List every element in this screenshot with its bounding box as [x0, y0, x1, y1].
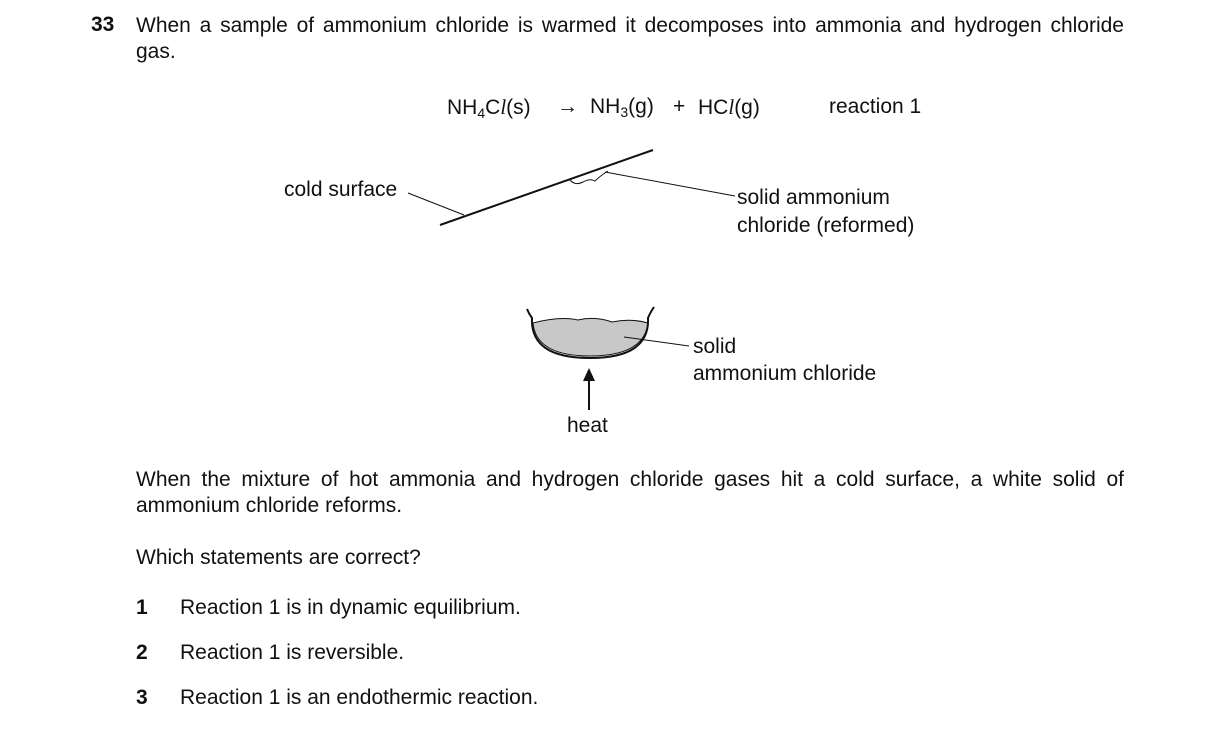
solid-label-line1: solid: [693, 335, 737, 358]
product2-formula: HC: [698, 96, 729, 119]
solid-label-line2: ammonium chloride: [693, 362, 877, 385]
product2-l: l: [728, 95, 735, 119]
solid-leader: [623, 336, 690, 347]
solid-in-basin: [533, 318, 648, 356]
statement-1-text: Reaction 1 is in dynamic equilibrium.: [180, 596, 521, 619]
statement-1-number: 1: [136, 596, 148, 619]
cold-surface-label: cold surface: [284, 178, 398, 201]
statement-2-number: 2: [136, 641, 148, 664]
equation-product-1: NH3(g): [590, 95, 654, 120]
product1-subscript: 3: [620, 104, 629, 120]
product1-formula: NH: [590, 95, 621, 118]
equation-reactant: NH4Cl(s): [447, 95, 531, 121]
cold-surface-leader: [407, 192, 465, 216]
reformed-label-line2: chloride (reformed): [737, 214, 915, 237]
context-paragraph: When the mixture of hot ammonia and hydr…: [136, 468, 1124, 517]
reformed-solid-deposit: [569, 170, 609, 185]
cold-surface-line: [439, 149, 654, 226]
reactant-subscript: 4: [477, 105, 486, 121]
reactant-formula-tail: C: [485, 96, 501, 119]
statement-2-text: Reaction 1 is reversible.: [180, 641, 405, 664]
statement-3-text: Reaction 1 is an endothermic reaction.: [180, 686, 539, 709]
reaction-arrow: →: [557, 95, 578, 118]
heat-arrow-head: [583, 368, 595, 381]
solid-surface: [532, 317, 649, 357]
product2-state: (g): [734, 96, 760, 119]
reactant-formula: NH: [447, 96, 478, 119]
reactant-state: (s): [506, 96, 531, 119]
reaction-label: reaction 1: [829, 95, 922, 118]
heat-label: heat: [567, 414, 608, 437]
equation-product-2: HCl(g): [698, 95, 760, 120]
reformed-label-line1: solid ammonium: [737, 186, 890, 209]
question-number: 33: [91, 13, 115, 36]
statement-3-number: 3: [136, 686, 148, 709]
reactant-l: l: [500, 95, 507, 119]
reformed-leader: [604, 171, 736, 197]
question-stem: When a sample of ammonium chloride is wa…: [136, 14, 1124, 63]
plus-sign: +: [673, 95, 686, 118]
evaporating-basin: [526, 306, 655, 360]
question-prompt: Which statements are correct?: [136, 546, 421, 569]
product1-state: (g): [628, 95, 654, 118]
